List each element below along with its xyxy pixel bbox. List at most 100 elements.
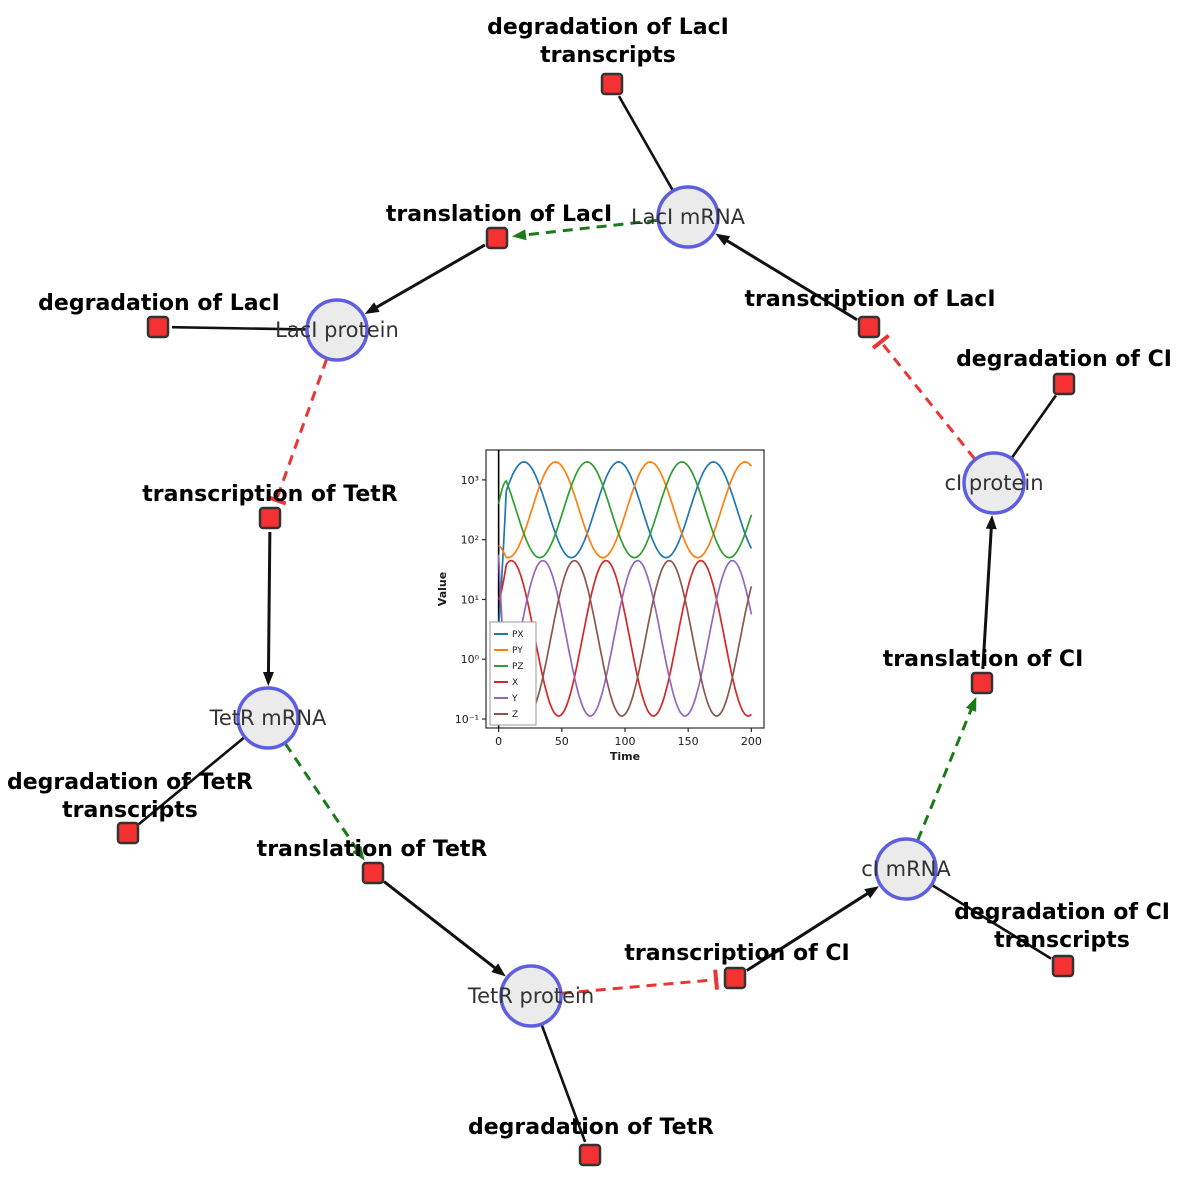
- arrowhead-icon: [965, 696, 977, 712]
- edge-production-translation_LacI-to-LacI_protein: [372, 243, 486, 311]
- species-node-cI_mRNA: cI mRNA: [861, 837, 951, 901]
- reaction-square-icon: [600, 72, 624, 96]
- edge-production-transcription_LacI-to-LacI_mRNA: [723, 237, 858, 322]
- edge-production-translation_CI-to-cI_protein: [981, 524, 993, 670]
- y-tick-label: 10⁻¹: [455, 713, 479, 726]
- reaction-label: transcription of LacI: [744, 287, 995, 312]
- edge-modifier-cI_mRNA-to-translation_CI: [916, 705, 974, 841]
- species-node-LacI_mRNA: LacI mRNA: [631, 185, 746, 249]
- legend-label: Z: [512, 710, 518, 720]
- reaction-label: degradation of LacI: [38, 291, 280, 316]
- reaction-square-icon: [361, 861, 385, 885]
- edge-modifier-LacI_mRNA-to-translation_LacI: [521, 218, 658, 237]
- species-circle-icon: [236, 686, 300, 750]
- x-tick-label: 100: [615, 735, 636, 748]
- edge-consumption-TetR_protein-to-deg_TetR: [540, 1024, 587, 1143]
- legend-label: Y: [511, 694, 518, 704]
- reaction-node-translation_CI: translation of CI: [883, 647, 1084, 695]
- reaction-label: transcription of CI: [624, 941, 849, 966]
- reaction-square-icon: [970, 671, 994, 695]
- species-node-LacI_protein: LacI protein: [275, 298, 399, 362]
- reaction-label: degradation of TetR: [468, 1115, 714, 1140]
- species-label: LacI protein: [275, 318, 399, 342]
- reaction-square-icon: [116, 821, 140, 845]
- reaction-label: transcription of TetR: [142, 482, 398, 507]
- x-tick-label: 150: [678, 735, 699, 748]
- reaction-square-icon: [485, 226, 509, 250]
- edge-consumption-cI_mRNA-to-deg_CI_tx: [931, 884, 1052, 960]
- edge-inhibition-cI_protein-to-transcription_LacI: [879, 340, 976, 460]
- reaction-node-deg_LacI: degradation of LacI: [38, 291, 280, 339]
- series-line-Y: [497, 554, 753, 717]
- reaction-label: translation of LacI: [386, 202, 612, 227]
- edge-production-transcription_TetR-to-TetR_mRNA: [266, 531, 272, 677]
- species-node-cI_protein: cI protein: [944, 451, 1044, 515]
- reaction-label: degradation of CI: [956, 347, 1172, 372]
- species-circle-icon: [656, 185, 720, 249]
- edge-consumption-LacI_protein-to-deg_LacI: [171, 325, 307, 331]
- reaction-node-translation_TetR: translation of TetR: [257, 837, 488, 885]
- reaction-node-deg_CI_tx: degradation of CI transcripts: [954, 900, 1170, 978]
- chart-xlabel: Time: [610, 750, 640, 763]
- reaction-node-translation_LacI: translation of LacI: [386, 202, 612, 250]
- inhibition-tbar-icon: [266, 494, 287, 506]
- species-label: LacI mRNA: [631, 205, 746, 229]
- series-line-PX: [497, 461, 753, 630]
- reaction-label: transcripts: [994, 928, 1130, 953]
- edge-consumption-TetR_mRNA-to-deg_TetR_tx: [137, 736, 245, 826]
- legend-box: [489, 621, 537, 726]
- species-node-TetR_mRNA: TetR mRNA: [209, 686, 327, 750]
- species-circle-icon: [305, 298, 369, 362]
- x-tick-label: 50: [555, 735, 569, 748]
- reaction-label: degradation of TetR: [7, 770, 253, 795]
- reaction-square-icon: [857, 315, 881, 339]
- y-tick-label: 10³: [461, 474, 479, 487]
- series-line-X: [497, 559, 752, 717]
- arrowhead-icon: [491, 963, 506, 977]
- reaction-label: degradation of LacI: [487, 15, 729, 40]
- reaction-label: transcripts: [62, 798, 198, 823]
- legend-label: PY: [512, 646, 523, 656]
- reaction-square-icon: [1051, 954, 1075, 978]
- y-tick-label: 10²: [461, 534, 479, 547]
- reaction-square-icon: [258, 506, 282, 530]
- series-line-PZ: [497, 461, 753, 559]
- edge-production-transcription_CI-to-cI_mRNA: [745, 890, 872, 972]
- reaction-label: translation of CI: [883, 647, 1084, 672]
- edge-production-translation_TetR-to-TetR_protein: [383, 880, 499, 972]
- x-tick-label: 0: [495, 735, 502, 748]
- reaction-node-deg_TetR: degradation of TetR: [468, 1115, 714, 1167]
- reaction-label: degradation of CI: [954, 900, 1170, 925]
- reaction-label: translation of TetR: [257, 837, 488, 862]
- reaction-square-icon: [1052, 372, 1076, 396]
- series-line-Z: [497, 559, 753, 717]
- edge-modifier-TetR_mRNA-to-translation_TetR: [284, 742, 361, 854]
- arrowhead-icon: [864, 886, 880, 899]
- reaction-square-icon: [723, 966, 747, 990]
- y-tick-label: 10¹: [461, 593, 479, 606]
- chart-ylabel: Value: [436, 572, 449, 606]
- node-layer: degradation of LacItranscriptstranslatio…: [7, 15, 1172, 1167]
- arrowhead-icon: [262, 671, 274, 687]
- edge-consumption-LacI_mRNA-to-deg_LacI_tx: [617, 95, 674, 191]
- reaction-square-icon: [146, 315, 170, 339]
- reaction-node-deg_CI: degradation of CI: [956, 347, 1172, 396]
- arrowhead-icon: [985, 514, 997, 530]
- species-label: cI protein: [944, 471, 1043, 495]
- species-circle-icon: [499, 964, 563, 1028]
- reaction-square-icon: [578, 1143, 602, 1167]
- reaction-node-transcription_LacI: transcription of LacI: [744, 287, 996, 339]
- species-label: TetR protein: [467, 984, 594, 1008]
- species-circle-icon: [962, 451, 1026, 515]
- reaction-node-transcription_TetR: transcription of TetR: [142, 482, 398, 530]
- arrowhead-icon: [352, 845, 365, 861]
- species-label: TetR mRNA: [209, 706, 327, 730]
- legend-label: X: [512, 678, 518, 688]
- edge-layer: [137, 95, 1057, 1143]
- edge-inhibition-LacI_protein-to-transcription_TetR: [274, 358, 329, 501]
